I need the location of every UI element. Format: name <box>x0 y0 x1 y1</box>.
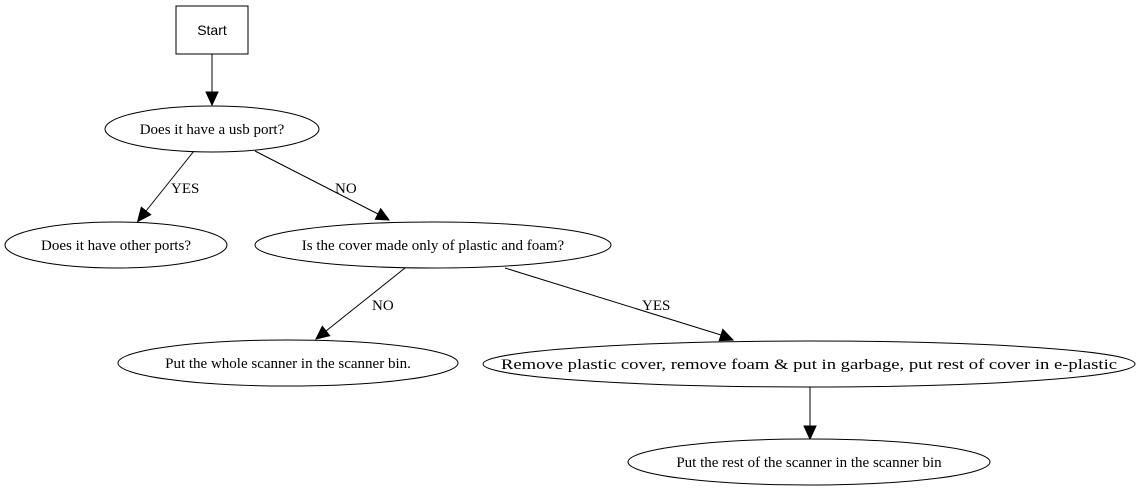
edge-usb-no-to-cover-material: NO <box>254 150 391 221</box>
node-remove-cover-label: Remove plastic cover, remove foam & put … <box>501 357 1117 373</box>
edge-cover-yes-to-remove-cover: YES <box>504 267 735 342</box>
node-other-ports-label: Does it have other ports? <box>41 238 191 254</box>
node-cover-material-question: Is the cover made only of plastic and fo… <box>254 221 612 269</box>
node-rest-scanner-bin: Put the rest of the scanner in the scann… <box>627 438 991 486</box>
node-usb-port-question: Does it have a usb port? <box>104 105 320 153</box>
edge-label-no: NO <box>372 298 394 314</box>
node-whole-scanner-bin-label: Put the whole scanner in the scanner bin… <box>165 356 411 372</box>
node-other-ports-question: Does it have other ports? <box>4 221 228 269</box>
node-remove-cover: Remove plastic cover, remove foam & put … <box>482 340 1136 388</box>
node-cover-material-label: Is the cover made only of plastic and fo… <box>302 238 565 254</box>
node-start: Start <box>175 5 249 55</box>
edge-label-yes: YES <box>642 298 670 314</box>
node-rest-scanner-bin-label: Put the rest of the scanner in the scann… <box>676 455 942 471</box>
node-usb-port-label: Does it have a usb port? <box>140 122 285 138</box>
edge-cover-no-to-whole-scanner-bin: NO <box>315 267 406 340</box>
node-start-label: Start <box>197 22 227 38</box>
edge-start-to-usb-port <box>205 54 219 107</box>
edge-label-yes: YES <box>171 181 199 197</box>
node-whole-scanner-bin: Put the whole scanner in the scanner bin… <box>117 339 459 387</box>
edge-usb-yes-to-other-ports: YES <box>136 150 199 223</box>
edge-remove-cover-to-rest-scanner-bin <box>803 387 817 441</box>
edge-label-no: NO <box>335 181 357 197</box>
